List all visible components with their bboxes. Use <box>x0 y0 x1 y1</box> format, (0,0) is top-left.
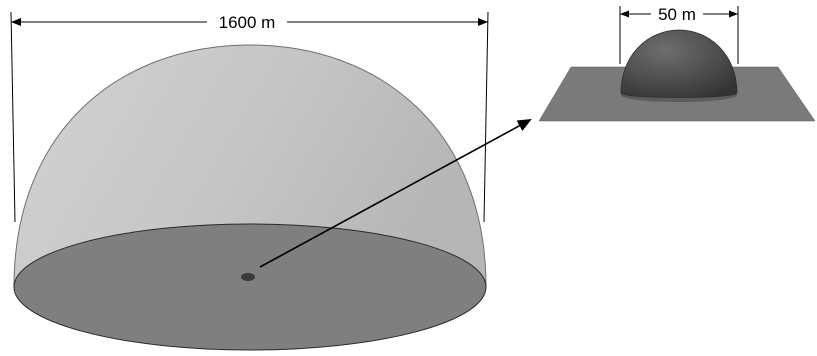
large-dome-dimension: 1600 m <box>10 11 489 223</box>
large-dim-extension-left <box>10 11 16 223</box>
large-dome-shell <box>13 44 487 288</box>
small-dome <box>538 29 816 122</box>
small-dim-arrowhead-right <box>729 10 738 18</box>
zoom-arrow <box>259 119 532 268</box>
large-dim-arrowhead-left <box>11 18 21 26</box>
small-dome-body <box>620 29 738 98</box>
large-dome-width-label: 1600 m <box>219 13 276 32</box>
small-dome-dimension: 50 m <box>619 5 739 64</box>
small-dim-arrowhead-left <box>620 10 629 18</box>
large-dome <box>13 44 487 351</box>
large-dim-extension-right <box>483 11 489 223</box>
large-dim-arrowhead-right <box>478 18 488 26</box>
small-dome-width-label: 50 m <box>658 5 696 24</box>
large-dome-base <box>13 223 487 351</box>
small-dome-marker <box>241 273 255 281</box>
